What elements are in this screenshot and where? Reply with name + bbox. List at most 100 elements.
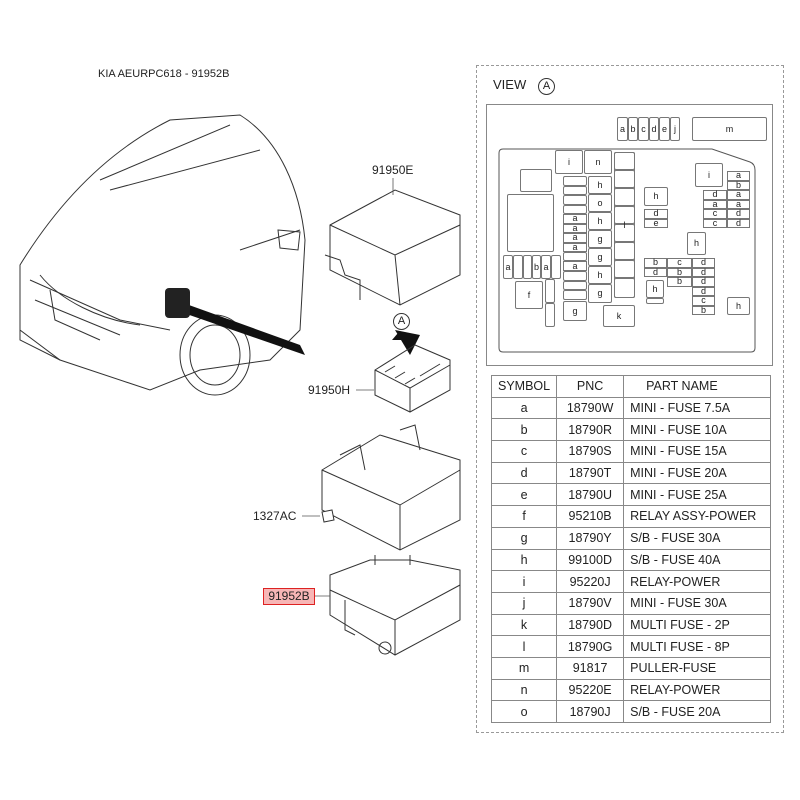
cover-91950E [324, 189, 461, 306]
empty-slot [545, 303, 555, 327]
cell-part-name: RELAY-POWER [623, 570, 772, 593]
vehicle-drawing [19, 114, 306, 396]
callout-91952B-highlighted[interactable]: 91952B [263, 588, 315, 605]
view-a-frame [476, 65, 784, 733]
empty-slot [563, 204, 587, 214]
fuse-slot: j [670, 117, 680, 141]
empty-slot [551, 255, 561, 279]
callout-91950H: 91950H [308, 383, 351, 397]
cell-pnc: 18790V [556, 591, 625, 615]
empty-slot [563, 271, 587, 281]
fuse-slot: a [503, 255, 513, 279]
fuse-slot: o [588, 194, 612, 212]
cell-part-name: S/B - FUSE 40A [623, 548, 772, 572]
fuse-slot: h [588, 212, 612, 230]
cell-pnc: 95210B [556, 505, 625, 528]
cell-part-name: S/B - FUSE 30A [623, 526, 772, 550]
view-marker: A [538, 76, 555, 95]
cell-symbol: d [490, 461, 558, 485]
fuse-slot: a [727, 190, 750, 200]
fuse-slot: c [703, 218, 727, 228]
empty-slot [563, 252, 587, 261]
cell-pnc: 18790T [556, 461, 625, 485]
cell-symbol: c [490, 440, 558, 463]
fuse-slot: d [644, 267, 667, 277]
cell-symbol: b [490, 418, 558, 442]
fuse-slot: g [563, 301, 587, 321]
relay-block-91950H [374, 344, 451, 413]
fuse-slot: f [515, 281, 543, 309]
callout-91950E: 91950E [372, 163, 414, 177]
fuse-slot: h [687, 232, 706, 255]
cell-pnc: 18790S [556, 440, 625, 463]
fuse-box-outline [498, 148, 756, 353]
cell-part-name: MULTI FUSE - 8P [623, 635, 772, 658]
fuse-slot: c [638, 117, 649, 141]
view-a-marker: A [393, 311, 410, 330]
cell-symbol: a [490, 396, 558, 420]
diagram-title: KIA AEURPC618 - 91952B [98, 68, 230, 80]
cell-symbol: k [490, 613, 558, 637]
empty-slot [646, 298, 664, 304]
fuse-slot: a [703, 199, 727, 209]
fuse-slot: d [703, 190, 727, 200]
fuse-slot: d [644, 209, 668, 219]
fuse-box-location [165, 288, 190, 318]
fuse-slot: d [692, 258, 715, 268]
fuse-slot: d [692, 286, 715, 296]
empty-slot [563, 176, 587, 186]
cell-symbol: e [490, 483, 558, 507]
fuse-slot: b [628, 117, 638, 141]
header-part-name: PART NAME [623, 375, 772, 398]
fuse-slot: a [541, 255, 551, 279]
cell-pnc: 95220J [556, 570, 625, 593]
fuse-slot: b [667, 277, 692, 287]
empty-slot [520, 169, 552, 192]
cell-part-name: MINI - FUSE 20A [623, 461, 772, 485]
fuse-slot: b [667, 267, 692, 277]
lower-cover-91952B [329, 555, 461, 656]
fuse-slot: m [692, 117, 767, 141]
fuse-slot: d [649, 117, 659, 141]
header-pnc: PNC [556, 375, 625, 398]
cell-symbol: f [490, 505, 558, 528]
cell-pnc: 18790J [556, 700, 625, 723]
fuse-slot: a [563, 261, 587, 271]
fuse-slot: g [588, 248, 612, 266]
empty-slot [563, 195, 587, 205]
fuse-slot: c [667, 258, 692, 268]
cell-part-name: MINI - FUSE 10A [623, 418, 772, 442]
cell-part-name: MINI - FUSE 7.5A [623, 396, 772, 420]
empty-slot [563, 290, 587, 300]
fuse-slot: c [692, 296, 715, 306]
fuse-slot: i [555, 150, 583, 174]
fuse-slot: n [584, 150, 612, 174]
cell-symbol: h [490, 548, 558, 572]
cell-symbol: g [490, 526, 558, 550]
empty-slot [513, 255, 523, 279]
cell-part-name: RELAY-POWER [623, 678, 772, 702]
cell-symbol: n [490, 678, 558, 702]
fuse-slot: h [727, 297, 750, 315]
cell-pnc: 18790Y [556, 526, 625, 550]
view-label: VIEW [493, 77, 527, 92]
fuse-slot: h [644, 187, 668, 206]
fuse-slot: i [695, 163, 723, 187]
cell-part-name: MINI - FUSE 30A [623, 591, 772, 615]
fuse-slot: b [727, 180, 750, 190]
fuse-slot: h [588, 266, 612, 284]
fuse-slot: d [727, 218, 750, 228]
nut-1327AC [321, 509, 335, 523]
view-a-panel [486, 104, 773, 366]
fuse-slot: g [588, 230, 612, 248]
